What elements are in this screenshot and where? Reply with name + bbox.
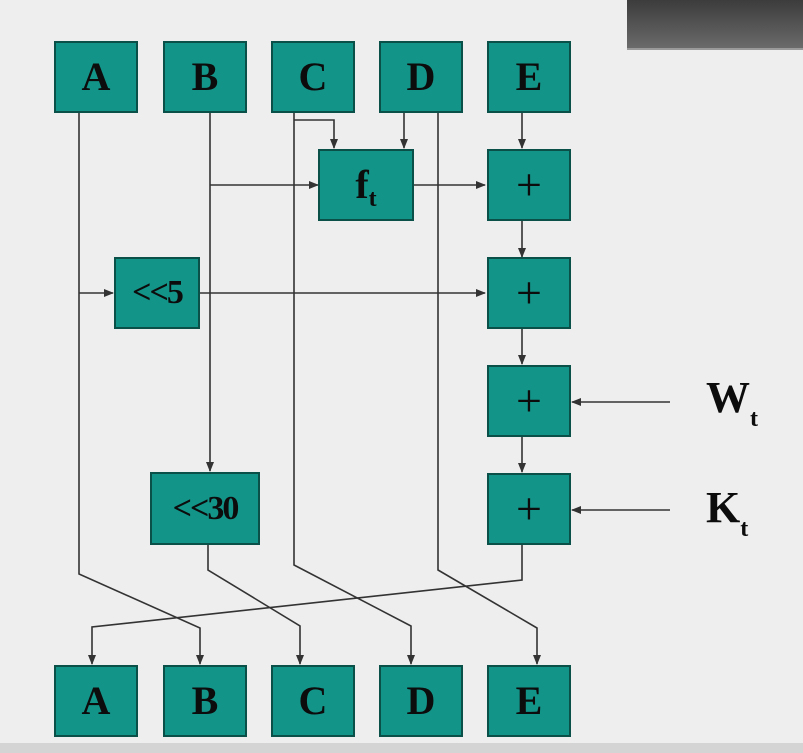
adder-1: + <box>487 149 571 221</box>
register-d-top: D <box>379 41 463 113</box>
register-b-top: B <box>163 41 247 113</box>
adder-3: + <box>487 365 571 437</box>
register-b-bottom: B <box>163 665 247 737</box>
wire-a-down <box>78 111 204 665</box>
register-e-bottom: E <box>487 665 571 737</box>
w-sub: t <box>750 406 758 432</box>
register-c-bottom: C <box>271 665 355 737</box>
wire-shift30-to-c <box>207 545 304 665</box>
wire-c-down <box>293 111 415 665</box>
function-base: f <box>355 162 369 207</box>
shift-5-box: <<5 <box>114 257 200 329</box>
w-base: W <box>706 373 750 422</box>
wire-d-down <box>437 111 541 665</box>
bottom-bar <box>0 743 803 753</box>
k-sub: t <box>740 516 749 542</box>
shift-30-box: <<30 <box>150 472 260 545</box>
wire-add4-to-a <box>88 545 523 665</box>
register-c-top: C <box>271 41 355 113</box>
register-d-bottom: D <box>379 665 463 737</box>
w-input-label: Wt <box>706 373 758 432</box>
adder-4: + <box>487 473 571 545</box>
register-a-bottom: A <box>54 665 138 737</box>
adder-2: + <box>487 257 571 329</box>
k-base: K <box>706 483 741 532</box>
register-e-top: E <box>487 41 571 113</box>
register-a-top: A <box>54 41 138 113</box>
wire-c-to-f <box>294 119 338 149</box>
function-sub: t <box>368 186 377 212</box>
k-input-label: Kt <box>706 483 748 542</box>
video-overlay-corner <box>627 0 803 50</box>
